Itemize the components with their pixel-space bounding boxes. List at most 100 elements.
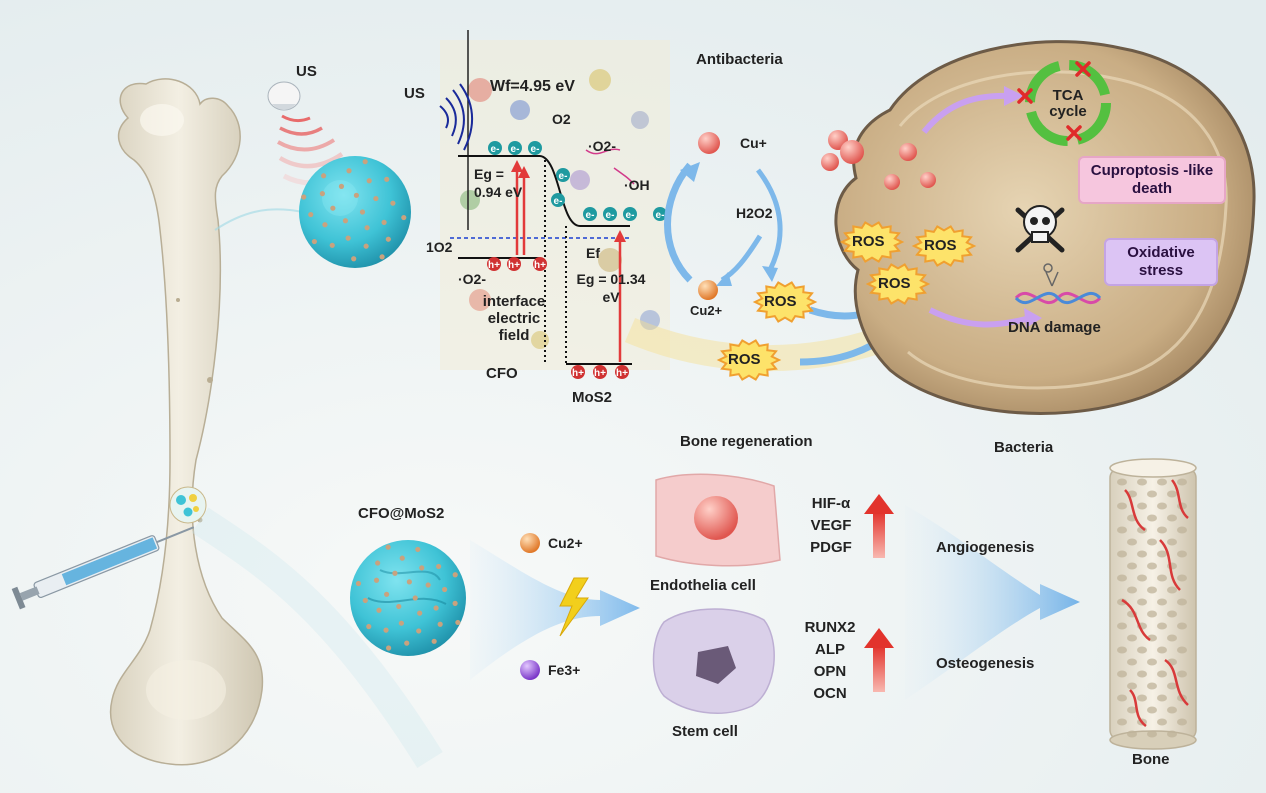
electron-symbol: e- bbox=[656, 210, 665, 221]
dna-helix-icon bbox=[1014, 263, 1102, 305]
copper-dot bbox=[436, 563, 442, 570]
copper-dot bbox=[417, 610, 423, 616]
skull-icon bbox=[1015, 205, 1065, 253]
copper-dot bbox=[383, 627, 389, 633]
copper-dot bbox=[366, 623, 372, 630]
bone-pore bbox=[1167, 562, 1177, 570]
bone-pore bbox=[1147, 490, 1157, 498]
cuproptosis-badge: Cuproptosis -like death bbox=[1078, 156, 1226, 204]
copper-dot bbox=[366, 178, 372, 184]
copper-dot bbox=[381, 219, 387, 225]
bone-pore bbox=[1127, 538, 1137, 546]
copper-dots-top bbox=[301, 159, 407, 262]
bone-pore bbox=[1117, 574, 1127, 582]
copper-dot bbox=[359, 209, 366, 215]
bone-pore bbox=[1157, 502, 1167, 510]
copper-dot bbox=[385, 645, 392, 651]
ros-label: ROS bbox=[924, 237, 957, 254]
ros-burst bbox=[839, 221, 905, 263]
copper-dot bbox=[364, 225, 370, 231]
bone-pore bbox=[1137, 502, 1147, 510]
bone-pore bbox=[1177, 550, 1187, 558]
copper-dot bbox=[452, 572, 458, 578]
copper-dot bbox=[379, 254, 385, 260]
ros-burst bbox=[865, 263, 931, 305]
bone-pore bbox=[1177, 574, 1187, 582]
ros-burst bbox=[752, 281, 818, 323]
bone-pore bbox=[1127, 562, 1137, 570]
syringe bbox=[11, 486, 207, 610]
hole-symbol: h+ bbox=[594, 368, 606, 379]
copper-dot bbox=[390, 200, 396, 206]
hole bbox=[507, 257, 521, 271]
fe3-label: Fe3+ bbox=[548, 662, 581, 678]
ocn-label: OCN bbox=[813, 685, 847, 702]
work-function-label: Wf=4.95 eV bbox=[490, 78, 575, 95]
bone-pore bbox=[1157, 550, 1167, 558]
bone-pore bbox=[1127, 634, 1137, 642]
bone-pore bbox=[1137, 694, 1147, 702]
hole-symbol: h+ bbox=[534, 260, 546, 271]
cu-plus-label: Cu+ bbox=[740, 135, 767, 151]
tca-cycle-icon bbox=[1017, 60, 1111, 146]
superoxide-label-2: ·O2- bbox=[458, 271, 486, 287]
electron-symbol: e- bbox=[511, 144, 520, 155]
bone-pore bbox=[1167, 610, 1177, 618]
copper-dot bbox=[384, 591, 390, 597]
copper-dot bbox=[345, 235, 351, 241]
copper-dot bbox=[425, 582, 431, 588]
ros-burst bbox=[911, 225, 977, 267]
copper-dot bbox=[396, 603, 402, 610]
copper-dot bbox=[404, 640, 410, 646]
bone-pore bbox=[1177, 526, 1187, 534]
hole bbox=[615, 365, 629, 379]
bone-pore bbox=[1147, 682, 1157, 690]
bone-pore bbox=[1167, 730, 1177, 738]
bone-pore bbox=[1117, 526, 1127, 534]
bone-pore bbox=[1137, 574, 1147, 582]
o2-label: O2 bbox=[552, 111, 571, 127]
upregulation-arrows bbox=[864, 494, 894, 692]
bone-pore bbox=[1167, 586, 1177, 594]
copper-dot bbox=[412, 595, 418, 601]
bone-pore bbox=[1127, 706, 1137, 714]
electron-symbol: e- bbox=[626, 210, 635, 221]
bone-pore bbox=[1117, 694, 1127, 702]
us-top-label: US bbox=[296, 63, 317, 80]
copper-dot bbox=[311, 238, 317, 245]
copper-dot bbox=[351, 256, 357, 262]
copper-dot bbox=[415, 546, 421, 553]
mos2-label: MoS2 bbox=[572, 389, 613, 406]
hydroxyl-label: ·OH bbox=[624, 177, 650, 193]
singlet-oxygen-label: 1O2 bbox=[426, 239, 453, 255]
pdgf-label: PDGF bbox=[810, 539, 852, 556]
electron bbox=[556, 168, 570, 182]
electron bbox=[508, 141, 522, 155]
bone-pore bbox=[1117, 622, 1127, 630]
bone-pore bbox=[1157, 670, 1167, 678]
angiogenesis-label: Angiogenesis bbox=[936, 539, 1035, 556]
bone-pore bbox=[1157, 574, 1167, 582]
vegf-label: VEGF bbox=[810, 517, 852, 534]
copper-dot bbox=[406, 579, 412, 585]
cfo-mos2-label: CFO@MoS2 bbox=[358, 505, 445, 522]
copper-dot bbox=[355, 580, 362, 587]
stem-cell bbox=[652, 608, 775, 714]
copper-dot bbox=[441, 586, 448, 593]
cu2-bottom-label: Cu2+ bbox=[548, 535, 583, 551]
bone-pore bbox=[1177, 622, 1187, 630]
osteogenesis-label: Osteogenesis bbox=[936, 655, 1035, 672]
hole-symbol: h+ bbox=[616, 368, 628, 379]
opn-label: OPN bbox=[813, 663, 847, 680]
copper-dot bbox=[375, 560, 381, 566]
hole-symbol: h+ bbox=[572, 368, 584, 379]
copper-dot bbox=[416, 628, 422, 634]
bone-pore bbox=[1127, 730, 1137, 738]
bone-pore bbox=[1127, 586, 1137, 594]
charge-carriers: e-e-e-e-e-e-e-e-e-h+h+h+h+h+h+ bbox=[487, 141, 667, 379]
bone-pore bbox=[1117, 670, 1127, 678]
hif-label: HIF-α bbox=[811, 495, 851, 512]
bacterium-copper-ions bbox=[821, 130, 936, 190]
copper-cycle bbox=[664, 132, 783, 300]
